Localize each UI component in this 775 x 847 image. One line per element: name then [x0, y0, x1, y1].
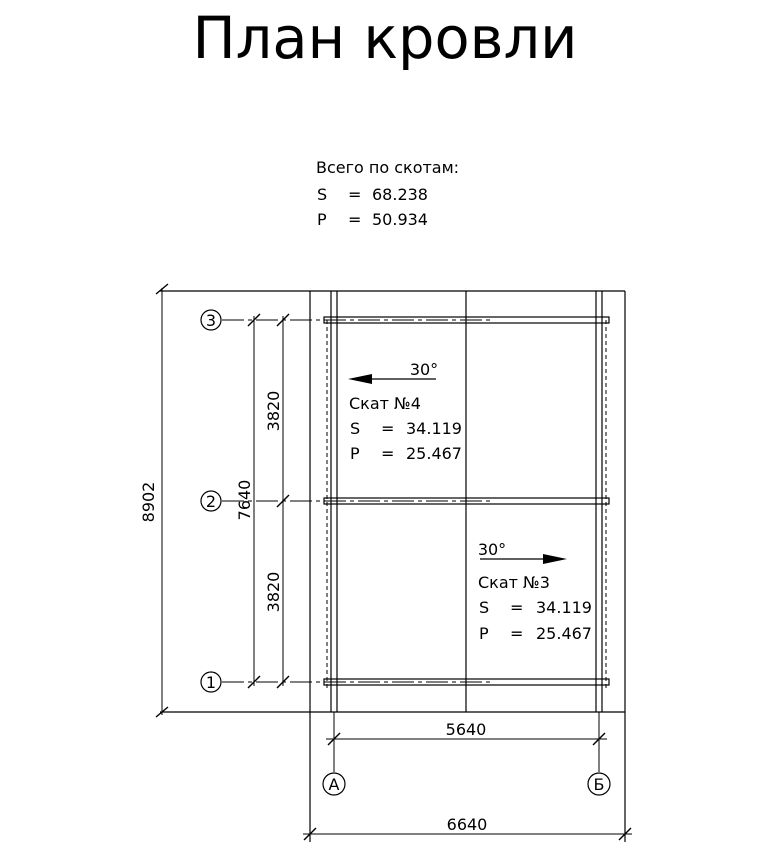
- axis-label-a: А: [329, 775, 340, 794]
- totals-block: Всего по скотам: S = 68.238 P = 50.934: [316, 158, 459, 229]
- axis-label-1: 1: [206, 673, 216, 692]
- totals-s-label: S: [317, 185, 327, 204]
- slope-4-s-value: 34.119: [406, 419, 462, 438]
- slope-4-s-eq: =: [381, 419, 394, 438]
- page-title: План кровли: [193, 4, 578, 72]
- slope-3-s-label: S: [479, 598, 489, 617]
- axis-label-3: 3: [206, 311, 216, 330]
- dim-tick: [303, 827, 317, 841]
- slope-3-s-eq: =: [510, 598, 523, 617]
- slope-3-s-value: 34.119: [536, 598, 592, 617]
- dim-tick: [155, 283, 169, 295]
- dim-tick: [276, 494, 290, 508]
- axis-marker-b: [587, 772, 611, 796]
- dim-inner-horizontal: 5640: [446, 720, 487, 739]
- axis-marker-2: [200, 490, 222, 512]
- dim-tick: [618, 827, 632, 841]
- slope-3-p-label: P: [479, 624, 489, 643]
- dim-tick: [592, 732, 606, 746]
- row-axis-lines: [222, 319, 490, 683]
- slope-3-p-value: 25.467: [536, 624, 592, 643]
- axis-marker-a: [322, 772, 346, 796]
- totals-p-value: 50.934: [372, 210, 428, 229]
- dim-span-lower: 3820: [264, 572, 283, 613]
- slope-4-name: Скат №4: [349, 394, 421, 413]
- slope-4-annotation: 30° Скат №4 S = 34.119 P = 25.467: [348, 360, 462, 463]
- slope-3-angle: 30°: [478, 540, 506, 559]
- vertical-dimensions: 8902 7640 3820 3820: [139, 283, 290, 718]
- totals-heading: Всего по скотам:: [316, 158, 459, 177]
- totals-p-label: P: [317, 210, 327, 229]
- slope-3-name: Скат №3: [478, 573, 550, 592]
- slope-3-annotation: 30° Скат №3 S = 34.119 P = 25.467: [478, 540, 592, 643]
- slope-4-s-label: S: [350, 419, 360, 438]
- dim-tick: [327, 732, 341, 746]
- slope-3-p-eq: =: [510, 624, 523, 643]
- dim-tick: [276, 313, 290, 327]
- dim-tick: [247, 675, 261, 689]
- dim-inner-vertical: 7640: [235, 480, 254, 521]
- axis-label-2: 2: [206, 492, 216, 511]
- totals-s-eq: =: [348, 185, 361, 204]
- axis-label-b: Б: [594, 775, 605, 794]
- column-axes: А Б: [322, 712, 611, 796]
- dim-overall-horizontal: 6640: [447, 815, 488, 834]
- axis-marker-1: [200, 671, 222, 693]
- dim-overall-vertical: 8902: [139, 482, 158, 523]
- dim-tick: [247, 313, 261, 327]
- slope-4-arrow-head-icon: [348, 374, 372, 384]
- dim-span-upper: 3820: [264, 391, 283, 432]
- slope-4-angle: 30°: [410, 360, 438, 379]
- axis-marker-3: [200, 309, 222, 331]
- slope-3-arrow-head-icon: [543, 554, 567, 564]
- dim-tick: [155, 706, 169, 718]
- horizontal-dimensions: 5640 6640: [303, 720, 632, 841]
- slope-4-p-label: P: [350, 444, 360, 463]
- slope-4-p-value: 25.467: [406, 444, 462, 463]
- slope-4-p-eq: =: [381, 444, 394, 463]
- row-axis-markers: 3 2 1: [200, 309, 222, 693]
- totals-p-eq: =: [348, 210, 361, 229]
- dim-tick: [276, 675, 290, 689]
- totals-s-value: 68.238: [372, 185, 428, 204]
- roof-outline: [160, 290, 626, 842]
